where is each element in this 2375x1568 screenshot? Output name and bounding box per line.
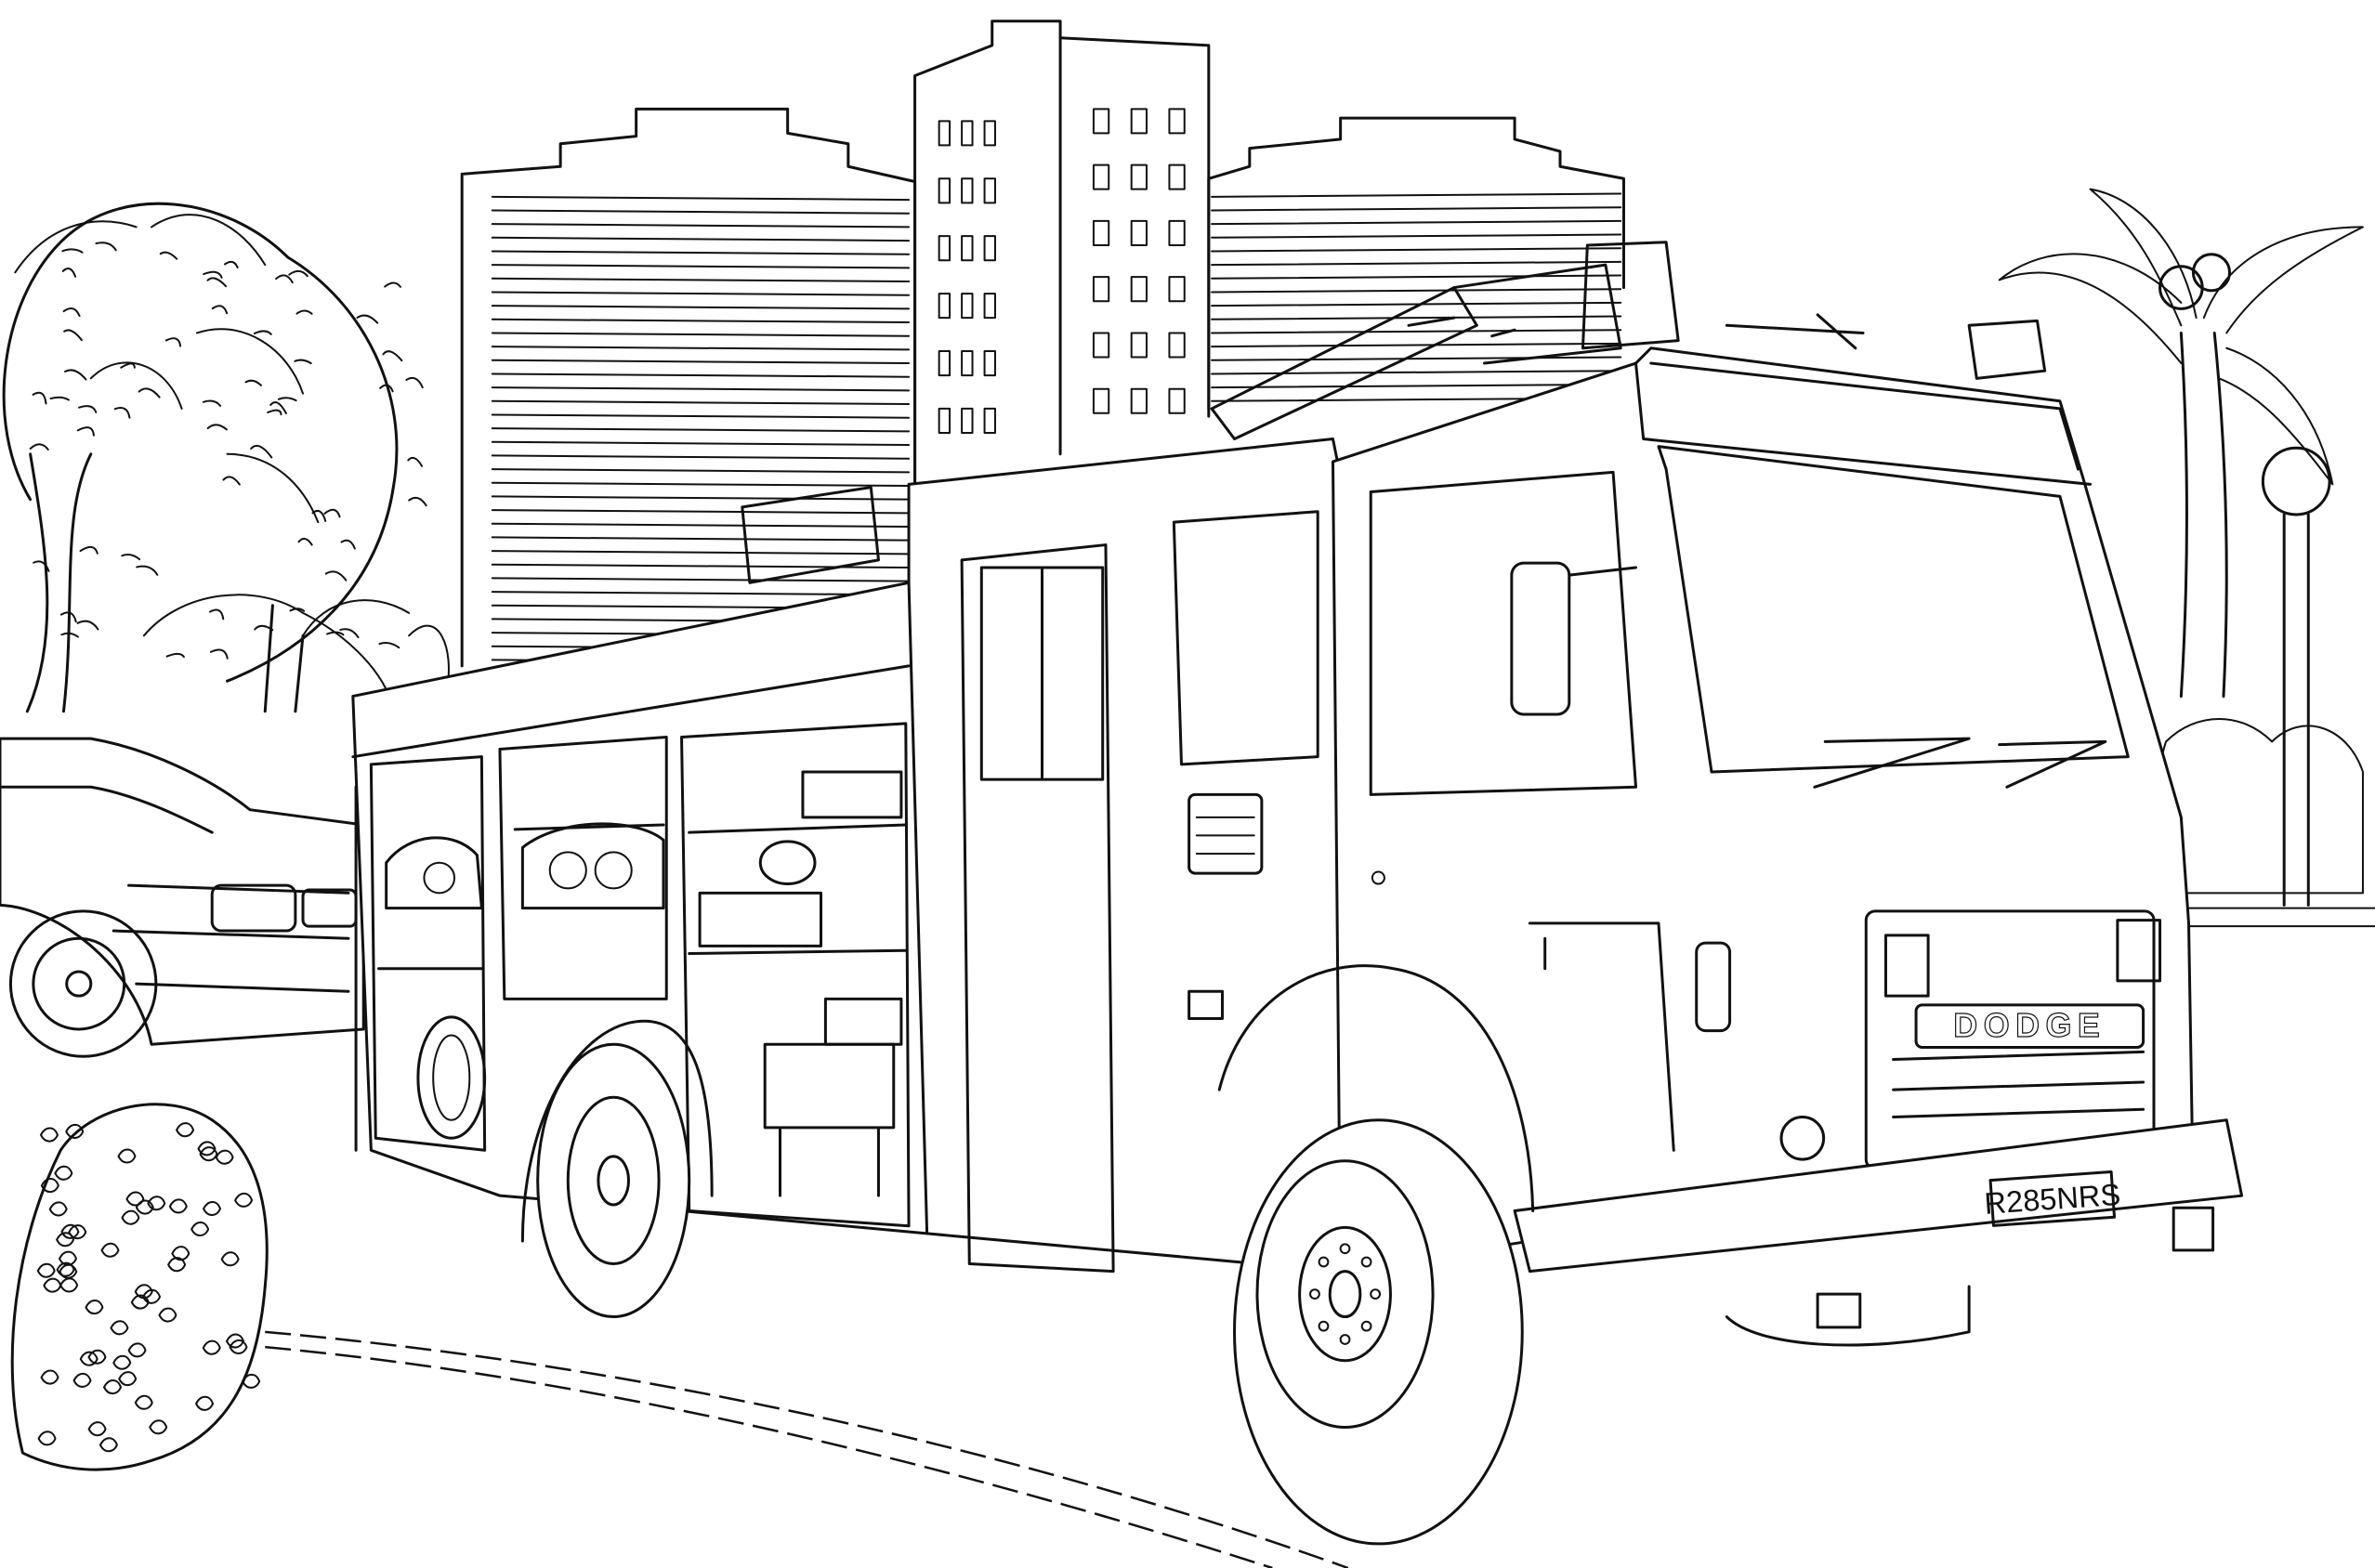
cab-side-window [1371, 472, 1635, 794]
left-trees [4, 203, 449, 712]
brand-badge: DODGE [1916, 1005, 2144, 1048]
roof-ladder [742, 265, 1621, 582]
fire-truck: DODGE R285NRS [353, 242, 2242, 1544]
brand-badge-text: DODGE [1953, 1007, 2106, 1044]
cab [1332, 348, 2193, 1272]
car-wheel [10, 911, 155, 1056]
rear-door [962, 545, 1113, 1272]
center-tower [915, 21, 1209, 481]
front-wheel [1219, 966, 1532, 1544]
rear-wheel [522, 1021, 712, 1316]
left-building [462, 109, 914, 666]
mid-body [909, 439, 1341, 1272]
left-bush [12, 1104, 267, 1470]
right-front-wheel [1726, 1287, 1969, 1345]
parked-car [0, 738, 363, 1056]
equipment-compartments [371, 724, 909, 1226]
front-bumper [1515, 1120, 2241, 1272]
road [265, 1332, 1348, 1568]
side-mirror [1512, 563, 1569, 714]
right-building [1209, 118, 1624, 409]
roof-beacon [1582, 242, 1678, 348]
windshield [1659, 447, 2128, 772]
palm-tree [2000, 189, 2375, 926]
buildings [462, 21, 1623, 666]
